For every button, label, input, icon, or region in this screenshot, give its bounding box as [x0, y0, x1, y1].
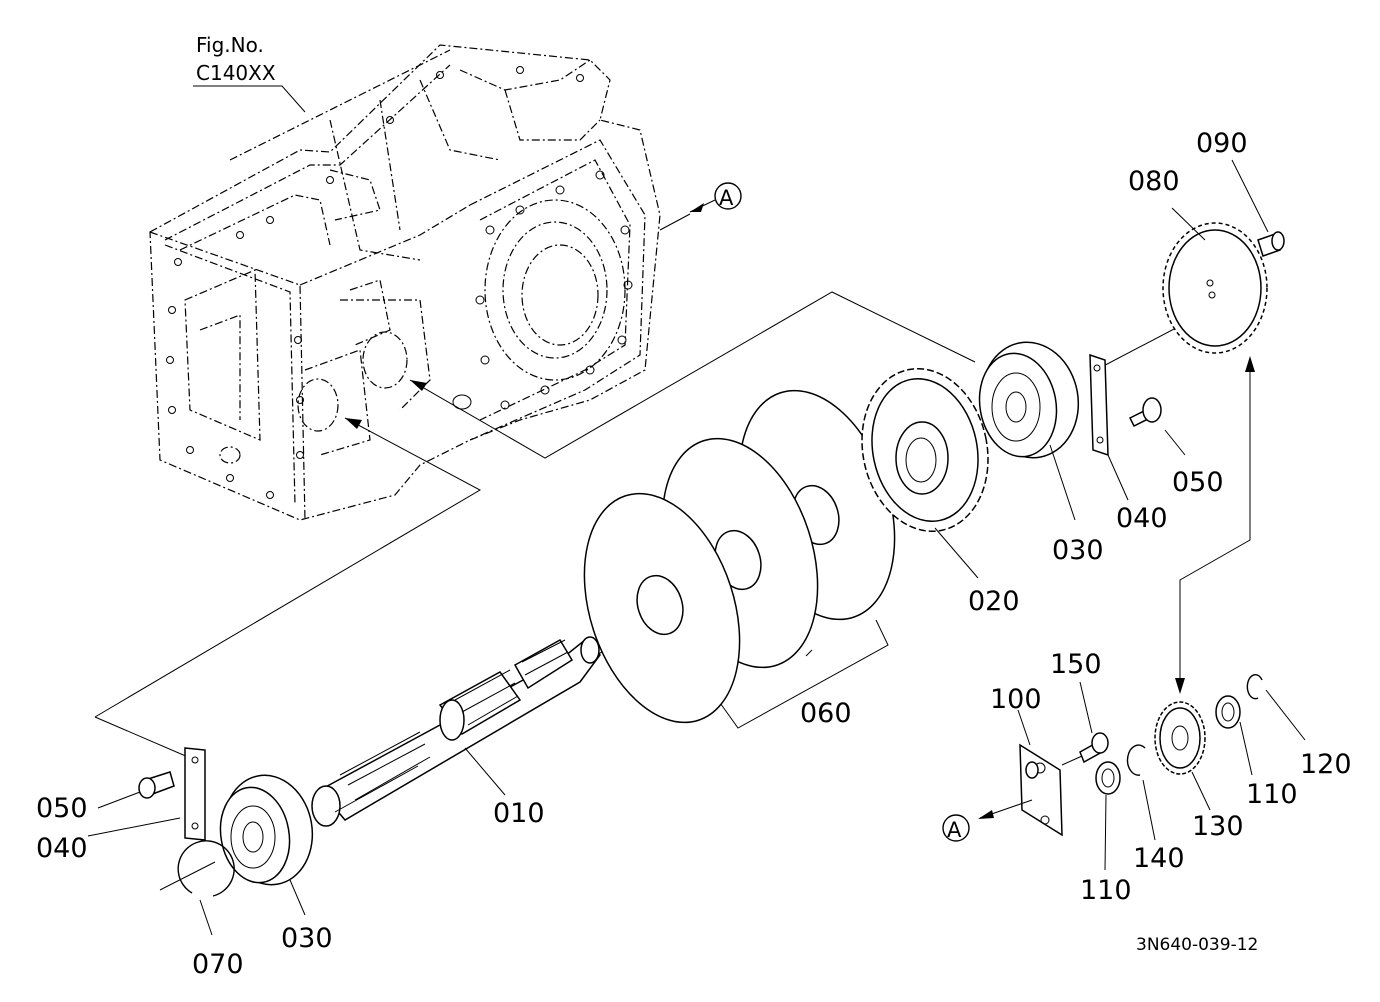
- label-040-left: 040: [36, 833, 88, 864]
- bearing-030-top: [978, 341, 1080, 459]
- ref-marker-bottom-letter: A: [947, 818, 962, 842]
- bolt-050-left: [138, 771, 175, 799]
- label-100: 100: [990, 684, 1042, 715]
- label-060: 060: [800, 698, 852, 729]
- transmission-case: [149, 44, 661, 521]
- label-130: 130: [1192, 811, 1244, 842]
- plate-040-left: [184, 747, 206, 841]
- circlip-140: [1126, 744, 1146, 776]
- label-050-top: 050: [1172, 467, 1224, 498]
- ref-marker-top-letter: A: [719, 186, 734, 210]
- label-020: 020: [968, 586, 1020, 617]
- bearing-110-bottom: [1095, 761, 1121, 795]
- disc-set-060: [583, 389, 896, 724]
- label-140: 140: [1133, 843, 1185, 874]
- leader-lines: [87, 159, 1306, 936]
- gear-020: [861, 368, 989, 532]
- ref-marker-bottom: A: [942, 799, 1033, 842]
- plate-100: [1019, 743, 1063, 837]
- label-070: 070: [192, 949, 244, 980]
- label-120: 120: [1300, 749, 1352, 780]
- label-090: 090: [1196, 128, 1248, 159]
- label-030-bottom: 030: [281, 923, 333, 954]
- label-030-top: 030: [1052, 535, 1104, 566]
- plate-040-top: [1089, 353, 1109, 457]
- label-080: 080: [1128, 166, 1180, 197]
- bolt-050-top: [1128, 397, 1162, 428]
- label-110-bottom: 110: [1080, 875, 1132, 906]
- fig-no-value: C140XX: [196, 61, 276, 85]
- label-150: 150: [1050, 649, 1102, 680]
- drawing-code: 3N640-039-12: [1136, 935, 1258, 955]
- snap-ring-120: [1246, 673, 1263, 700]
- sprocket-080: [1162, 222, 1268, 354]
- label-050-left: 050: [36, 793, 88, 824]
- label-010: 010: [493, 798, 545, 829]
- fig-no-label: Fig.No.: [196, 33, 264, 57]
- snap-ring-070: [177, 840, 235, 897]
- bearing-110-right: [1215, 695, 1241, 729]
- shaft-010: [311, 636, 601, 827]
- gear-130: [1154, 701, 1206, 775]
- figure-number: Fig.No. C140XX: [193, 33, 306, 113]
- bolt-150: [1061, 732, 1109, 766]
- label-110-right: 110: [1246, 779, 1298, 810]
- screw-090: [1257, 231, 1285, 257]
- ref-marker-top: A: [659, 182, 742, 231]
- bearing-030-bottom: [219, 774, 314, 886]
- part-labels: 090 080 050 040 030 020 060 010 050 040 …: [36, 128, 1352, 980]
- label-040-top: 040: [1116, 503, 1168, 534]
